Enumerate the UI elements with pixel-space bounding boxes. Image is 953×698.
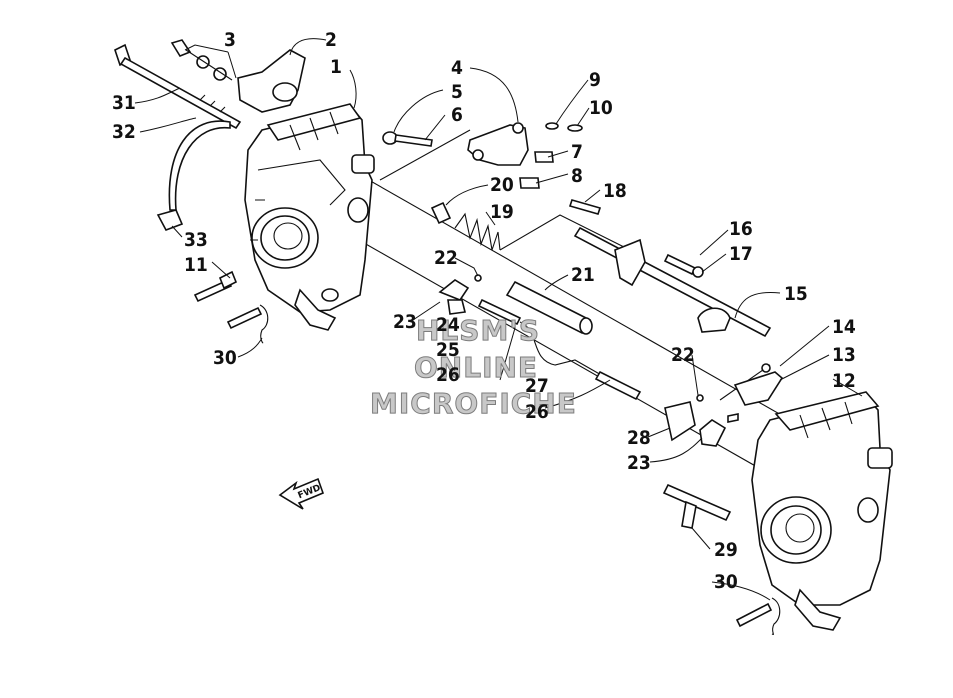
callout-29: 29 xyxy=(714,539,738,561)
callout-15: 15 xyxy=(784,283,808,305)
watermark: HLSM'S ONLINE MICROFICHE xyxy=(370,314,577,421)
screw-16-17 xyxy=(663,253,704,278)
callout-8: 8 xyxy=(571,165,583,187)
throttle-shaft-15 xyxy=(573,226,772,338)
callout-17: 17 xyxy=(729,243,753,265)
callout-19: 19 xyxy=(490,201,514,223)
callout-31: 31 xyxy=(112,92,136,114)
cable-bracket-left xyxy=(438,274,482,315)
callout-4: 4 xyxy=(451,57,463,79)
callout-30a: 30 xyxy=(213,347,237,369)
callout-22b: 22 xyxy=(671,344,695,366)
callout-9: 9 xyxy=(589,69,601,91)
hose-clamp-33 xyxy=(156,209,184,231)
callout-26b: 26 xyxy=(525,401,549,423)
callout-3: 3 xyxy=(224,29,236,51)
long-bolt-31 xyxy=(114,43,242,130)
callout-23a: 23 xyxy=(393,311,417,333)
watermark-line-2: ONLINE xyxy=(414,351,538,384)
callout-12: 12 xyxy=(832,370,856,392)
callout-24: 24 xyxy=(436,314,460,336)
callout-23b: 23 xyxy=(627,452,651,474)
callout-28: 28 xyxy=(627,427,651,449)
screw-clip-30-right xyxy=(735,597,781,636)
callout-5: 5 xyxy=(451,81,463,103)
callout-33: 33 xyxy=(184,229,208,251)
cable-bracket-right xyxy=(664,394,739,447)
watermark-line-3: MICROFICHE xyxy=(370,387,577,420)
screw-7 xyxy=(534,151,554,163)
callout-18: 18 xyxy=(603,180,627,202)
callout-11: 11 xyxy=(184,254,208,276)
watermark-line-1: HLSM'S xyxy=(416,314,540,347)
clip-9 xyxy=(545,122,559,130)
callout-labels: 1 2 3 4 5 6 7 8 9 10 11 12 13 14 15 16 1… xyxy=(112,29,856,593)
leader-lines xyxy=(134,38,863,601)
screw-clip-30-left xyxy=(226,304,269,344)
callout-14: 14 xyxy=(832,316,856,338)
callout-7: 7 xyxy=(571,141,583,163)
left-carburetor xyxy=(244,103,375,331)
callout-6: 6 xyxy=(451,104,463,126)
callout-1: 1 xyxy=(330,56,342,78)
callout-2: 2 xyxy=(325,29,337,51)
screw-18 xyxy=(568,199,602,215)
callout-20: 20 xyxy=(490,174,514,196)
bushing-20 xyxy=(430,201,452,225)
vent-hose-32 xyxy=(168,120,231,211)
callout-25: 25 xyxy=(436,339,460,361)
sleeve-21 xyxy=(505,280,593,335)
callout-13: 13 xyxy=(832,344,856,366)
choke-cable-24-27 xyxy=(477,298,642,401)
callout-21: 21 xyxy=(571,264,595,286)
fitting-29 xyxy=(662,483,732,529)
callout-22a: 22 xyxy=(434,247,458,269)
screw-8 xyxy=(519,177,540,189)
callout-16: 16 xyxy=(729,218,753,240)
screw-5-6 xyxy=(382,131,433,147)
callout-30b: 30 xyxy=(714,571,738,593)
callout-26a: 26 xyxy=(436,364,460,386)
throttle-bracket-2 xyxy=(237,49,306,113)
fwd-arrow-icon: FWD xyxy=(278,477,325,510)
callout-10: 10 xyxy=(589,97,613,119)
callout-32: 32 xyxy=(112,121,136,143)
callout-27: 27 xyxy=(525,375,549,397)
spring-19 xyxy=(454,212,501,251)
idle-screw-11 xyxy=(193,270,238,303)
throttle-lever-4 xyxy=(467,122,529,166)
screw-washers-3 xyxy=(170,39,233,81)
clip-10 xyxy=(567,124,583,132)
right-carburetor xyxy=(751,391,893,631)
bracket-13-14 xyxy=(733,363,784,406)
